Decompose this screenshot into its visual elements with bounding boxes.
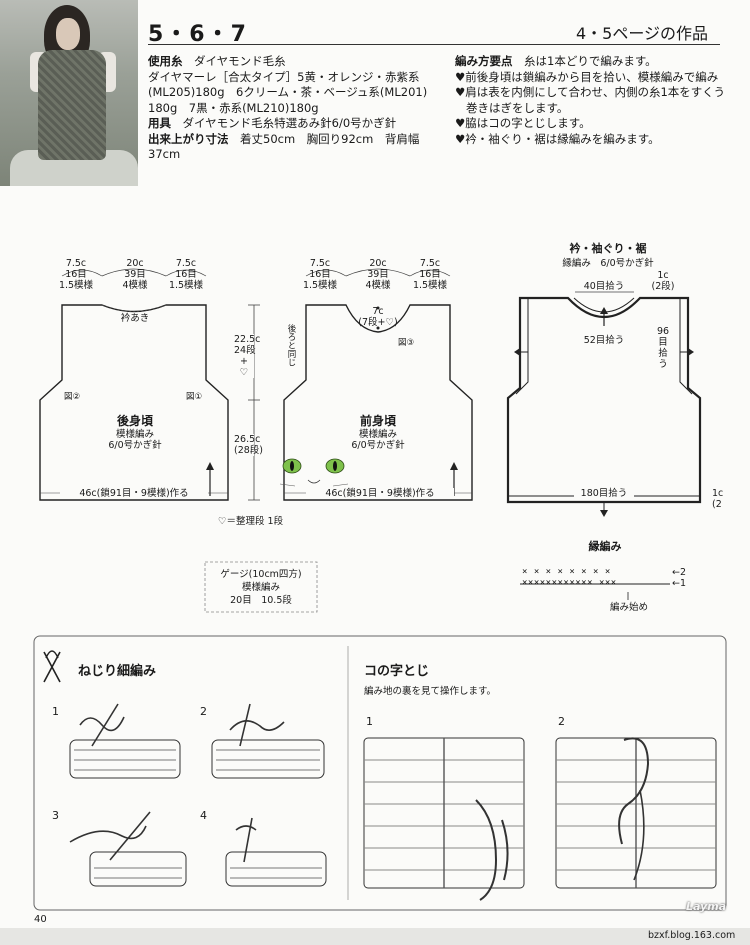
points-title: 編み方要点 xyxy=(455,54,513,68)
edge-width-label: 1c(2段) xyxy=(651,270,675,292)
edging-outline xyxy=(506,296,702,504)
edge-chart-marker-1: ←1 xyxy=(672,578,687,589)
size-value: 着丈50cm 胸回り92cm 背肩幅37cm xyxy=(148,131,420,162)
points-intro: 糸は1本どりで編みます。 xyxy=(524,54,657,68)
edge-chart-row-2: × × × × × × × × xyxy=(522,567,611,577)
pattern-numbers: 5・6・7 xyxy=(148,22,248,47)
edge-width-cut: 1c(2 xyxy=(712,488,724,510)
twisted-sc-step-illustrations xyxy=(69,703,327,887)
technique-1-step-2: 2 xyxy=(200,705,207,718)
size-label: 出来上がり寸法 xyxy=(148,131,229,146)
technique-2-desc: 編み地の裏を見て操作します。 xyxy=(364,686,497,697)
edge-chart-title: 縁編み xyxy=(588,540,622,553)
point-2b: 巻きはぎをします。 xyxy=(466,100,569,115)
site-watermark: bzxf.blog.163.com xyxy=(648,930,736,941)
front-pick-label: 52目拾う xyxy=(583,335,625,346)
footer-bar xyxy=(0,928,750,945)
technique-1-step-4: 4 xyxy=(200,809,207,822)
edging-title: 衿・袖ぐり・裾 xyxy=(569,242,647,255)
tools-value: ダイヤモンド毛糸特選あみ針6/0号かぎ針 xyxy=(182,116,397,130)
point-3: ♥脇はコの字とじします。 xyxy=(455,116,591,130)
back-fig-left: 図② xyxy=(64,392,81,402)
edging-subtitle: 縁編み 6/0号かぎ針 xyxy=(562,258,654,269)
front-hook: 6/0号かぎ針 xyxy=(351,440,405,451)
model-photo xyxy=(0,0,138,186)
front-piece-name: 前身頃 xyxy=(359,414,396,428)
front-stitch: 模様編み xyxy=(358,429,397,440)
instructions-block: 編み方要点 糸は1本どりで編みます。 ♥前後身頃は鎖編みから目を拾い、模様編みで… xyxy=(455,54,723,147)
back-neck-label: 衿あき xyxy=(120,313,150,324)
point-1: ♥前後身頃は鎖編みから目を拾い、模様編みで編み xyxy=(455,69,719,84)
front-fig-right: 図③ xyxy=(398,338,415,348)
header-rule xyxy=(148,44,720,45)
technique-1-step-1: 1 xyxy=(52,705,59,718)
technique-2-title: コの字とじ xyxy=(364,664,430,679)
technique-2-step-1: 1 xyxy=(366,715,373,728)
technique-1-title: ねじり細編み xyxy=(78,664,157,679)
back-fig-right: 図① xyxy=(186,392,203,402)
edge-chart-row-1: ×××××××××××× ××× xyxy=(522,578,617,588)
technique-1-step-3: 3 xyxy=(52,809,59,822)
front-piece-outline xyxy=(283,304,473,501)
materials-block: 使用糸 ダイヤモンド毛糸 ダイヤマーレ［合太タイプ］5黄・オレンジ・赤紫系 (M… xyxy=(148,54,448,163)
yarn-brand: ダイヤモンド毛糸 xyxy=(194,54,286,68)
edge-chart-start: 編み始め xyxy=(609,602,648,613)
back-hook: 6/0号かぎ針 xyxy=(108,440,162,451)
back-stitch: 模様編み xyxy=(115,429,154,440)
yarn-line-3: 180g 7黒・赤系(ML210)180g xyxy=(148,100,319,115)
mattress-stitch-illustrations xyxy=(363,737,717,901)
front-same-as-back: 後ろと同じ xyxy=(286,324,296,367)
front-bottom-dim: 46c(鎖91目・9模様)作る xyxy=(306,488,454,499)
page-number: 40 xyxy=(34,914,47,925)
back-bottom-dim: 46c(鎖91目・9模様)作る xyxy=(60,488,208,499)
yarn-line-2: (ML205)180g 6クリーム・茶・ベージュ系(ML201) xyxy=(148,85,428,99)
side-lower-dim: 26.5c(28段) xyxy=(234,434,264,456)
technique-2-step-2: 2 xyxy=(558,715,565,728)
yarn-label: 使用糸 xyxy=(148,54,183,68)
point-2: ♥肩は表を内側にして合わせ、内側の糸1本をすくう xyxy=(455,85,723,99)
cat-doodle xyxy=(279,458,349,487)
twisted-sc-symbol xyxy=(43,650,61,683)
hem-pick-label: 180目拾う xyxy=(574,488,634,499)
neck-pick-label: 40目拾う xyxy=(583,281,625,292)
page-reference: 4・5ページの作品 xyxy=(576,24,709,43)
point-4: ♥衿・袖ぐり・裾は縁編みを編みます。 xyxy=(455,131,660,146)
tools-label: 用具 xyxy=(148,116,171,130)
signature: Layma xyxy=(686,900,727,913)
front-neck-depth: 7c(7段+♡) xyxy=(358,306,398,328)
yarn-line-1: ダイヤマーレ［合太タイプ］5黄・オレンジ・赤紫系 xyxy=(148,69,420,84)
back-piece-outline xyxy=(39,304,229,501)
edge-chart-marker-2: ←2 xyxy=(672,567,687,578)
back-piece-name: 後身頃 xyxy=(116,414,153,428)
technique-panel-border xyxy=(33,635,727,911)
heart-note: ♡＝整理段 1段 xyxy=(218,516,284,527)
